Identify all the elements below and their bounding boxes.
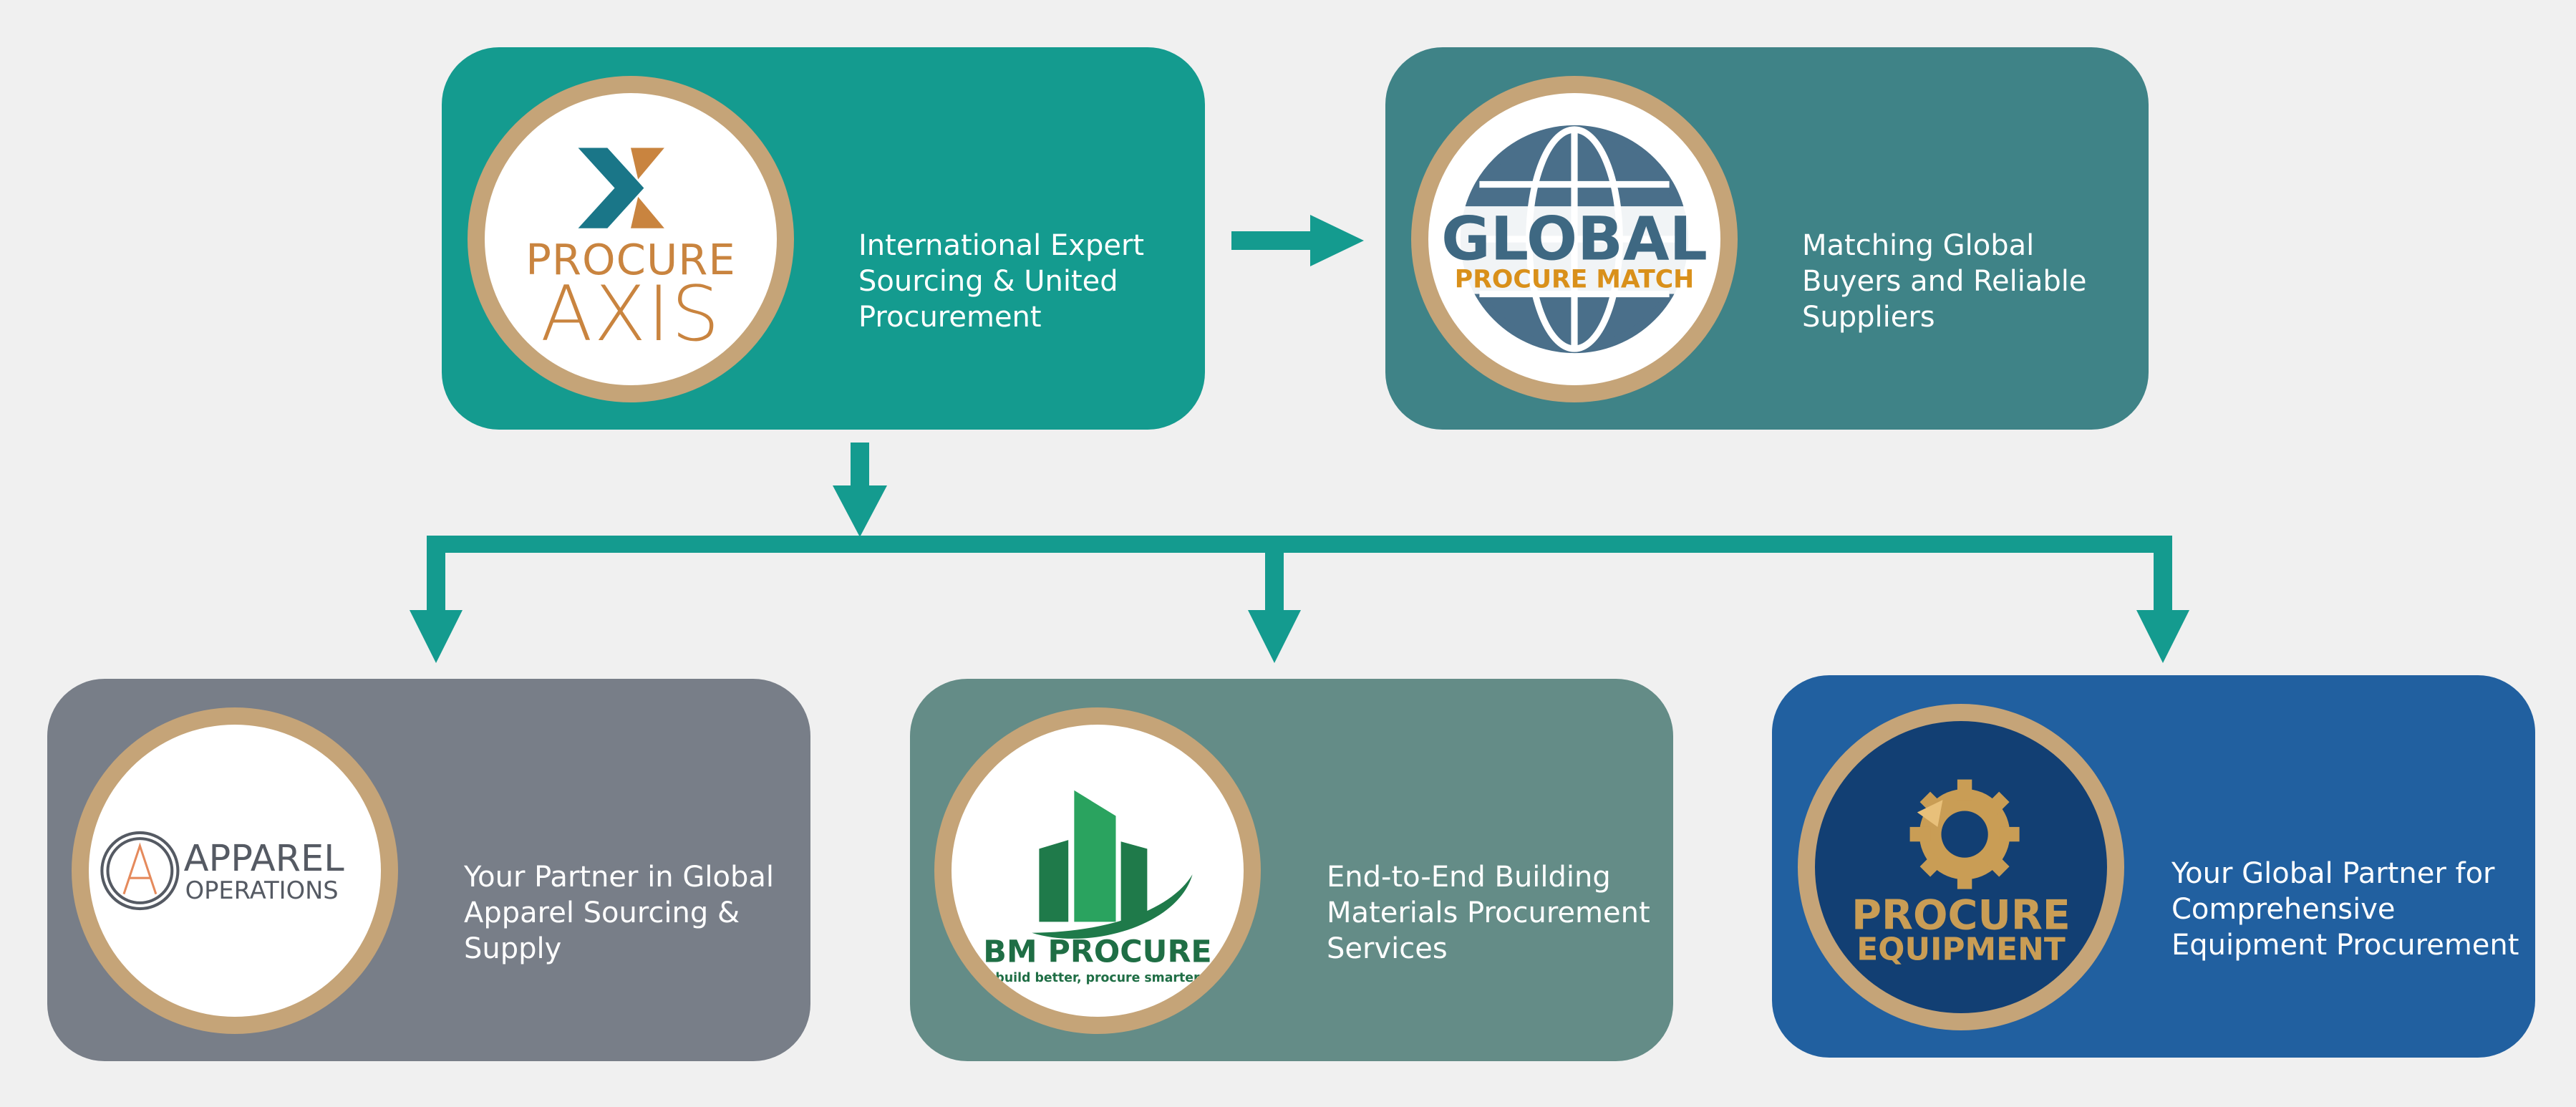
description-line: Your Global Partner for	[2171, 857, 2495, 890]
logo-ring: GLOBAL PROCURE MATCH	[1411, 76, 1738, 402]
description-line: Suppliers	[1802, 301, 1935, 334]
arrow-to-procure-equipment	[2136, 536, 2189, 663]
description-line: Materials Procurement	[1327, 896, 1650, 929]
description-line: Comprehensive	[2171, 893, 2396, 926]
description-line: Apparel Sourcing &	[464, 896, 740, 929]
logo-ring: PROCURE AXIS	[468, 76, 794, 402]
description-line: End-to-End Building	[1327, 861, 1611, 894]
card-global-procure-match: GLOBAL PROCURE MATCH Matching Global Buy…	[1385, 47, 2149, 430]
procure-axis-description: International Expert Sourcing & United P…	[858, 228, 1259, 335]
procure-equipment-description: Your Global Partner for Comprehensive Eq…	[2171, 856, 2572, 963]
description-line: Matching Global	[1802, 229, 2035, 262]
logo-ring: BM PROCURE build better, procure smarter	[934, 707, 1261, 1034]
arrow-to-apparel-operations	[410, 536, 463, 663]
card-procure-equipment: PROCURE EQUIPMENT Your Global Partner fo…	[1772, 675, 2535, 1058]
procure-axis-logo: PROCURE AXIS	[526, 148, 736, 359]
description-line: Procurement	[858, 301, 1042, 334]
procure-equipment-logo-line2: EQUIPMENT	[1856, 932, 2066, 968]
bm-procure-description: End-to-End Building Materials Procuremen…	[1327, 859, 1728, 967]
description-line: Buyers and Reliable	[1802, 265, 2087, 298]
global-procure-match-logo-line2: PROCURE MATCH	[1455, 265, 1694, 294]
procure-equipment-logo-line1: PROCURE	[1851, 892, 2071, 939]
card-procure-axis: PROCURE AXIS International Expert Sourci…	[442, 47, 1205, 430]
description-line: Equipment Procurement	[2171, 929, 2519, 962]
arrow-to-distribution-bar	[833, 443, 887, 537]
procure-axis-logo-line1: PROCURE	[526, 235, 736, 284]
arrow-to-global-procure-match	[1231, 215, 1364, 266]
bm-procure-logo-line1: BM PROCURE	[983, 934, 1211, 970]
apparel-operations-logo-line1: APPAREL	[184, 838, 345, 880]
apparel-operations-logo-line2: OPERATIONS	[185, 876, 339, 904]
description-line: Sourcing & United	[858, 265, 1118, 298]
bm-procure-logo: BM PROCURE build better, procure smarter	[983, 790, 1212, 985]
description-line: Services	[1327, 932, 1448, 965]
distribution-bar	[427, 536, 2172, 553]
description-line: International Expert	[858, 229, 1145, 262]
global-procure-match-description: Matching Global Buyers and Reliable Supp…	[1802, 228, 2203, 335]
logo-ring: PROCURE EQUIPMENT	[1798, 704, 2124, 1030]
card-apparel-operations: APPAREL OPERATIONS Your Partner in Globa…	[47, 679, 810, 1061]
global-procure-match-logo-line1: GLOBAL	[1441, 204, 1708, 274]
procure-equipment-logo: PROCURE EQUIPMENT	[1851, 779, 2071, 968]
description-line: Your Partner in Global	[464, 861, 774, 894]
procure-axis-logo-line2: AXIS	[541, 271, 721, 359]
apparel-operations-description: Your Partner in Global Apparel Sourcing …	[464, 859, 865, 967]
bm-procure-logo-line2: build better, procure smarter	[995, 971, 1200, 985]
arrow-to-bm-procure	[1248, 544, 1301, 663]
global-procure-match-logo: GLOBAL PROCURE MATCH	[1441, 125, 1708, 354]
card-bm-procure: BM PROCURE build better, procure smarter…	[910, 679, 1673, 1061]
description-line: Supply	[464, 932, 562, 965]
logo-ring: APPAREL OPERATIONS	[72, 707, 398, 1034]
apparel-operations-logo: APPAREL OPERATIONS	[100, 831, 345, 911]
